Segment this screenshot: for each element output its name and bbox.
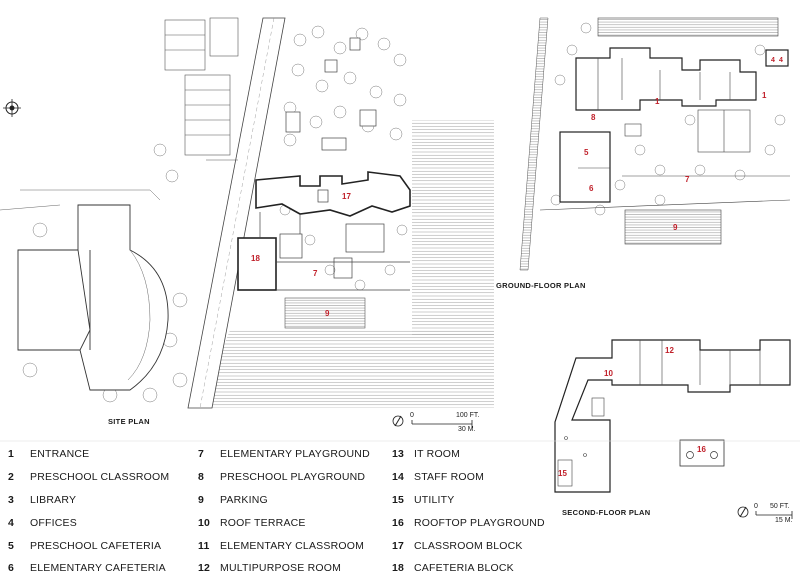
site-label-17: 17 xyxy=(342,192,351,201)
second-label-16: 16 xyxy=(697,445,706,454)
site-label-18: 18 xyxy=(251,254,260,263)
site-plan-caption: SITE PLAN xyxy=(108,417,150,426)
ground-label-7: 7 xyxy=(685,175,690,184)
site-scale-ft: 100 FT. xyxy=(456,412,480,419)
ground-label-5: 5 xyxy=(584,148,589,157)
second-label-10: 10 xyxy=(604,369,613,378)
site-scale-zero: 0 xyxy=(410,412,414,419)
second-floor-caption: SECOND-FLOOR PLAN xyxy=(562,508,651,517)
ground-label-6: 6 xyxy=(589,184,594,193)
site-label-7: 7 xyxy=(313,269,318,278)
ground-floor-plan xyxy=(519,17,791,271)
ground-label-9: 9 xyxy=(673,223,678,232)
site-scale-m: 30 M. xyxy=(458,426,476,433)
second-scale-m: 15 M. xyxy=(775,517,793,524)
ground-label-1b: 1 xyxy=(762,91,767,100)
compass-rose-icon xyxy=(3,99,21,117)
ground-label-4a: 4 xyxy=(771,57,775,64)
ground-label-4b: 4 xyxy=(779,57,783,64)
site-plan xyxy=(0,17,494,409)
site-scale-bar xyxy=(392,415,473,428)
ground-label-8: 8 xyxy=(591,113,596,122)
ground-floor-caption: GROUND-FLOOR PLAN xyxy=(496,281,586,290)
ground-label-1a: 1 xyxy=(655,97,660,106)
site-school-footprint xyxy=(237,171,411,291)
second-scale-ft: 50 FT. xyxy=(770,503,790,510)
second-label-15: 15 xyxy=(558,469,567,478)
second-floor-plan xyxy=(554,339,791,493)
second-label-12: 12 xyxy=(665,346,674,355)
site-label-9: 9 xyxy=(325,309,330,318)
second-scale-zero: 0 xyxy=(754,503,758,510)
second-scale-bar xyxy=(737,506,793,519)
